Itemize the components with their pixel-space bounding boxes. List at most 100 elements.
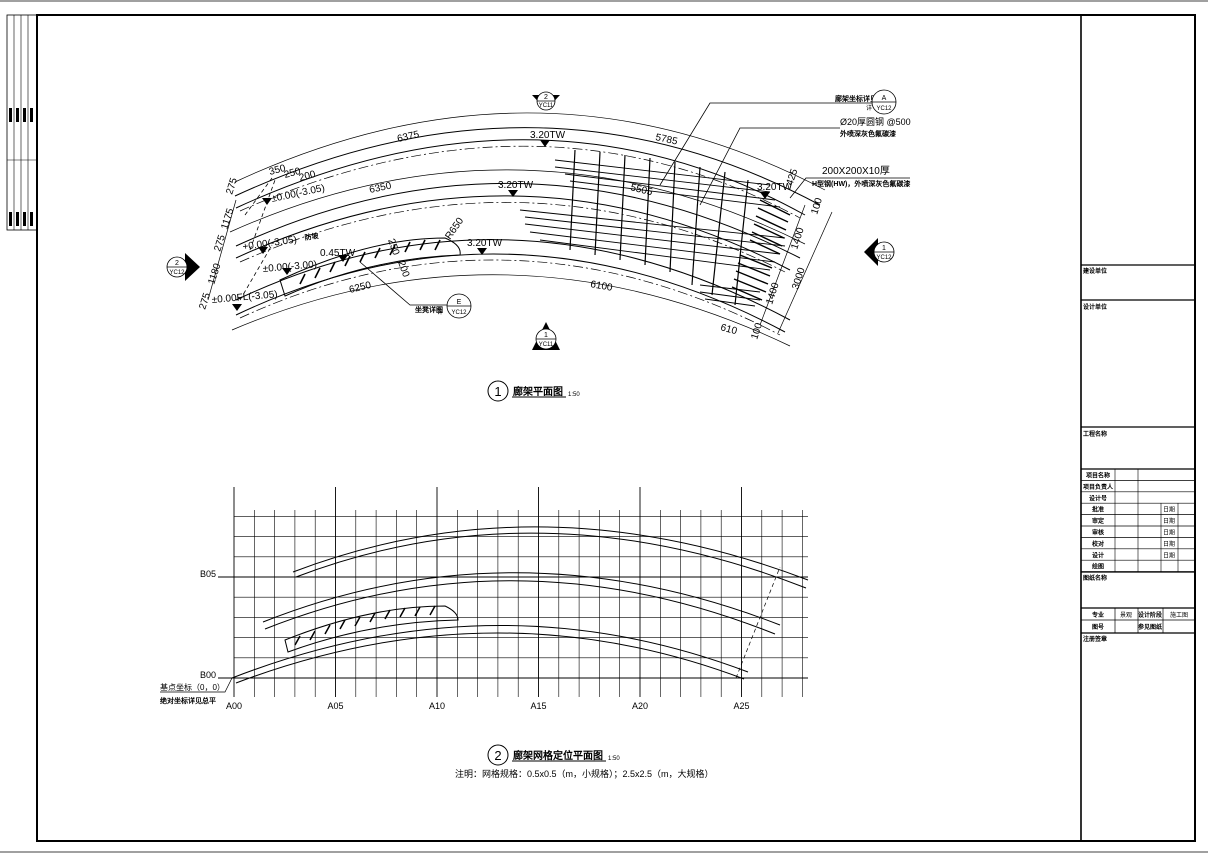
tb-project-name-label: 工程名称	[1083, 430, 1107, 438]
leader-lines	[239, 102, 910, 306]
detail-callout-a-sheet: YC12	[876, 106, 892, 112]
tb-row-label: 批准	[1092, 506, 1104, 514]
dim-misc-2: 200	[395, 259, 411, 279]
tb-row-label: 设计	[1092, 551, 1104, 559]
dim-right-5: 100	[749, 321, 765, 341]
tb-stage-value: 施工图	[1170, 611, 1188, 619]
arc-band-middle	[235, 182, 801, 273]
section-mark-right-num: 1	[882, 245, 886, 252]
tb-row-date: 日期	[1163, 517, 1175, 525]
tb-row-label: 项目负责人	[1083, 483, 1114, 491]
tb-discipline-label: 专业	[1092, 611, 1104, 619]
section-mark-top-num: 2	[544, 94, 548, 101]
pergola-end-hatch	[731, 199, 791, 301]
plan-title-text: 廊架平面图	[513, 385, 563, 398]
section-mark-bottom-num: 1	[544, 332, 548, 339]
grid-title-text: 廊架网格定位平面图	[513, 749, 603, 762]
annot-round-steel: Ø20厚圆钢 @500	[840, 116, 911, 127]
dim-top-right: 5785	[654, 132, 678, 147]
tb-row-date: 日期	[1163, 506, 1175, 514]
annot-round-steel-2: 外喷深灰色氟碳漆	[840, 129, 896, 138]
tb-row-label: 项目名称	[1086, 472, 1110, 480]
tb-stage-label: 设计阶段	[1138, 611, 1162, 619]
dim-left-2: 1175	[219, 207, 236, 231]
dim-left-5: 275	[197, 291, 213, 311]
tb-row-label: 审定	[1092, 517, 1104, 525]
level-end: 3.20TW	[757, 182, 793, 193]
annot-h-steel-2: H型钢(HW)，外喷深灰色氟碳漆	[812, 179, 910, 188]
section-mark-bottom: 1 YC11	[532, 322, 560, 350]
tb-discipline-value: 景观	[1120, 612, 1132, 619]
plan-title-scale: 1:50	[568, 392, 580, 398]
dim-bot-left: 6250	[348, 280, 373, 296]
grid-lines	[218, 487, 808, 697]
plan-view: 6375 5785 6350 5505 6250 6100 275 1175 2…	[166, 89, 911, 402]
annot-bench: 坐凳详图	[415, 305, 443, 314]
tb-row-label: 审核	[1092, 529, 1104, 537]
dim-right-4: 100	[809, 196, 825, 216]
section-mark-top-sheet: YC11	[539, 103, 554, 109]
grid-x-label: A25	[733, 701, 749, 711]
annot-coordinates: 廊架坐标详见	[835, 94, 877, 103]
tb-drawing-name-label: 图纸名称	[1083, 574, 1107, 582]
level-entry-1: ±0.00(-3.05)	[270, 183, 326, 205]
tb-row-date: 日期	[1163, 551, 1175, 559]
level-entry-4: ±0.00FL(-3.05)	[211, 289, 278, 306]
arc-band-top	[234, 127, 821, 219]
dim-right-7: 610	[719, 322, 738, 337]
grid-x-label: A05	[327, 701, 343, 711]
level-top: 3.20TW	[530, 130, 566, 141]
dim-mid-right: 5505	[629, 182, 654, 198]
tb-row-date: 日期	[1163, 540, 1175, 548]
level-bottom: 3.20TW	[467, 238, 503, 249]
dim-left-1: 275	[224, 176, 240, 196]
grid-origin-note: 基点坐标（0，0） 绝对坐标详见总平	[160, 677, 233, 705]
level-mid: 3.20TW	[498, 180, 534, 191]
section-mark-top: 2 YC11	[532, 91, 560, 111]
tb-row-label: 校对	[1092, 540, 1104, 548]
tb-row-label: 设计号	[1089, 494, 1107, 502]
plan-title-number: 1	[494, 384, 501, 399]
detail-callout-e-num: E	[457, 299, 462, 306]
tb-sign-label: 注册签章	[1083, 635, 1107, 643]
annot-h-steel: 200X200X10厚	[822, 165, 890, 177]
section-mark-right-sheet: YC12	[876, 255, 892, 261]
grid-title-scale: 1:50	[608, 756, 620, 762]
level-seat: 0.45TW	[320, 248, 356, 259]
dim-small-1: 350	[268, 163, 287, 178]
grid-note: 注明：网格规格：0.5x0.5（m，小规格）；2.5x2.5（m，大规格）	[455, 768, 714, 779]
annot-slope: 防坡	[304, 231, 320, 242]
grid-x-label: A20	[632, 701, 648, 711]
grid-y-label-b05: B05	[200, 569, 216, 579]
grid-x-label: A15	[530, 701, 546, 711]
title-block-rows: 项目名称项目负责人设计号批准日期审定日期审核日期校对日期设计日期绘图	[1081, 469, 1195, 572]
dim-left-4: 1180	[206, 262, 223, 286]
tb-row-date: 日期	[1163, 529, 1175, 537]
margin-text-marks	[9, 108, 33, 226]
dim-mid-left: 6350	[368, 180, 392, 195]
detail-callout-a-prefix: 详	[866, 104, 872, 112]
section-mark-left: 2 YC12	[166, 253, 200, 281]
level-entry-2: +0.00(-3.05)	[242, 234, 298, 253]
section-mark-left-num: 2	[175, 260, 179, 267]
section-mark-bottom-sheet: YC11	[539, 342, 554, 348]
grid-x-label: A10	[429, 701, 445, 711]
title-block: 项目名称项目负责人设计号批准日期审定日期审核日期校对日期设计日期绘图 建设单位 …	[1081, 264, 1195, 643]
seat-hatch	[279, 237, 461, 297]
section-mark-right: 1 YC12	[864, 238, 895, 266]
grid-x-label: A00	[226, 701, 242, 711]
grid-x-labels: A00 A05 A10 A15 A20 A25	[226, 701, 750, 711]
grid-view: A00 A05 A10 A15 A20 A25 B05 B00 基点坐标（0，0） 绝对坐…	[160, 487, 809, 779]
annotation-texts: 廊架坐标详见 Ø20厚圆钢 @500 外喷深灰色氟碳漆 200X200X10厚 …	[304, 94, 911, 314]
dimension-lines	[207, 112, 833, 347]
plan-title: 1 廊架平面图 1:50	[487, 380, 580, 402]
level-entry-3: ±0.00(-3.00)	[262, 259, 317, 275]
pergola-beams	[569, 149, 749, 306]
grid-y-label-b00: B00	[200, 670, 216, 680]
level-markers	[232, 140, 770, 311]
grid-arc-bands	[231, 526, 809, 684]
grid-seat-hatch	[284, 605, 459, 653]
detail-callout-e-prefix: 详	[437, 308, 443, 316]
